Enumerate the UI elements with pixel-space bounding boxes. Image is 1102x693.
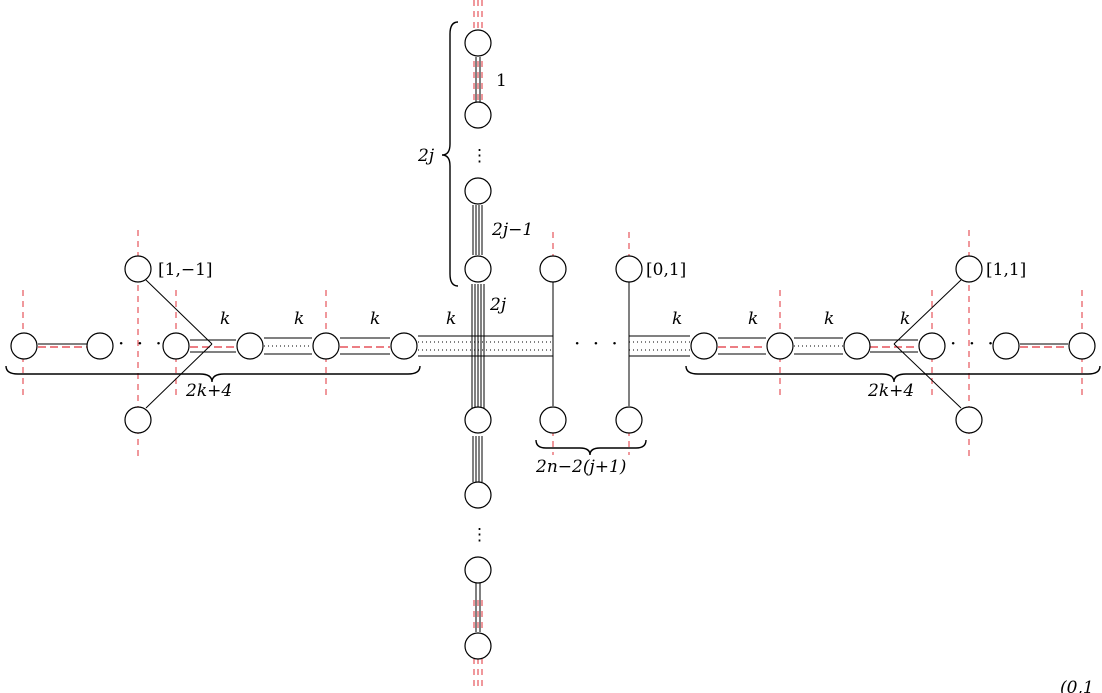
- node: [162, 332, 190, 360]
- node: [1068, 332, 1096, 360]
- weight-label: k: [370, 309, 380, 329]
- edge-label-2j-minus-1: 2j−1: [491, 220, 533, 240]
- node: [86, 332, 114, 360]
- node: [124, 255, 152, 283]
- node: [464, 177, 492, 205]
- ellipsis: · · ·: [574, 331, 621, 355]
- brace-label-left: 2k+4: [185, 381, 232, 401]
- nodes: [10, 29, 1096, 660]
- edges: [38, 57, 1068, 632]
- weight-label: k: [900, 309, 910, 329]
- node: [236, 332, 264, 360]
- node: [464, 481, 492, 509]
- node: [539, 255, 567, 283]
- node: [464, 406, 492, 434]
- brace-label-2j: 2j: [417, 146, 435, 166]
- red-markers: [22, 0, 1083, 690]
- corner-label-mid: [0,1]: [646, 260, 686, 280]
- node: [464, 556, 492, 584]
- brace-right: [685, 365, 1101, 383]
- node: [992, 332, 1020, 360]
- node: [955, 255, 983, 283]
- labels: 1 2j 2j−1 2j [1,−1] [0,1] [1,1] k k k k …: [118, 71, 1094, 693]
- weight-label: k: [824, 309, 834, 329]
- brace-middle: [535, 439, 647, 456]
- braces: [5, 21, 1101, 456]
- node: [615, 406, 643, 434]
- corner-label-left: [1,−1]: [158, 260, 213, 280]
- vdots: ⋮: [471, 146, 488, 166]
- weight-label: k: [748, 309, 758, 329]
- brace-vertical: [441, 21, 459, 287]
- node: [615, 255, 643, 283]
- vdots: ⋮: [471, 525, 488, 545]
- brace-label-middle: 2n−2(j+1): [535, 457, 626, 477]
- brace-label-right: 2k+4: [867, 381, 914, 401]
- node: [10, 332, 38, 360]
- brace-left: [5, 365, 421, 383]
- weight-label: k: [672, 309, 682, 329]
- node: [124, 406, 152, 434]
- node: [464, 101, 492, 129]
- ellipsis: · · ·: [950, 331, 997, 355]
- edge-label-1: 1: [496, 71, 507, 91]
- node: [843, 332, 871, 360]
- node: [464, 255, 492, 283]
- node: [690, 332, 718, 360]
- node: [955, 406, 983, 434]
- weight-label: k: [220, 309, 230, 329]
- node: [539, 406, 567, 434]
- corner-label-right: [1,1]: [986, 260, 1026, 280]
- node: [464, 29, 492, 57]
- weight-label: k: [446, 309, 456, 329]
- node: [312, 332, 340, 360]
- weight-label: k: [294, 309, 304, 329]
- ellipsis: · · ·: [118, 331, 165, 355]
- node: [918, 332, 946, 360]
- corner-label-clipped: (0,1: [1060, 678, 1094, 693]
- node: [390, 332, 418, 360]
- node: [464, 632, 492, 660]
- edge-label-2j: 2j: [489, 295, 507, 315]
- node: [766, 332, 794, 360]
